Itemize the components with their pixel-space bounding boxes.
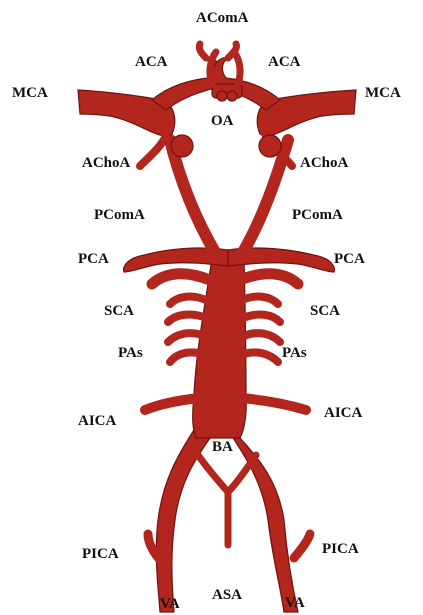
- label-pcoma-right: PComA: [292, 208, 343, 223]
- label-pca-right: PCA: [334, 252, 365, 267]
- label-aca-right: ACA: [268, 55, 301, 70]
- label-pas-right: PAs: [282, 346, 307, 361]
- right-pontine-arteries: [242, 297, 280, 362]
- right-ica-bulb: [259, 135, 281, 157]
- left-aica: [145, 398, 200, 410]
- label-pas-left: PAs: [118, 346, 143, 361]
- label-aica-left: AICA: [78, 414, 116, 429]
- label-va-right: VA: [285, 596, 305, 611]
- left-posterior-communicating-artery: [170, 140, 216, 254]
- label-ba: BA: [212, 440, 233, 455]
- right-vertebral-artery: [228, 430, 298, 612]
- label-pca-left: PCA: [78, 252, 109, 267]
- label-mca-left: MCA: [12, 86, 48, 101]
- left-ica-bulb: [171, 135, 193, 157]
- left-aca-tip: [199, 44, 206, 58]
- right-superior-cerebellar-artery: [240, 274, 298, 284]
- label-pica-right: PICA: [322, 542, 359, 557]
- left-anterior-choroidal-artery: [140, 136, 166, 166]
- left-superior-cerebellar-artery: [152, 274, 210, 284]
- label-oa: OA: [211, 114, 234, 129]
- label-acoma: AComA: [196, 11, 249, 26]
- label-aca-left: ACA: [135, 55, 168, 70]
- label-mca-right: MCA: [365, 86, 401, 101]
- label-aica-right: AICA: [324, 406, 362, 421]
- label-pcoma-left: PComA: [94, 208, 145, 223]
- right-aica: [242, 398, 306, 410]
- label-achoa-right: AChoA: [300, 156, 348, 171]
- label-achoa-left: AChoA: [82, 156, 130, 171]
- label-asa: ASA: [212, 588, 242, 603]
- label-va-left: VA: [160, 597, 180, 612]
- right-pica-branch: [294, 534, 310, 558]
- label-pica-left: PICA: [82, 547, 119, 562]
- left-pontine-arteries: [168, 297, 206, 362]
- label-sca-right: SCA: [310, 304, 340, 319]
- label-sca-left: SCA: [104, 304, 134, 319]
